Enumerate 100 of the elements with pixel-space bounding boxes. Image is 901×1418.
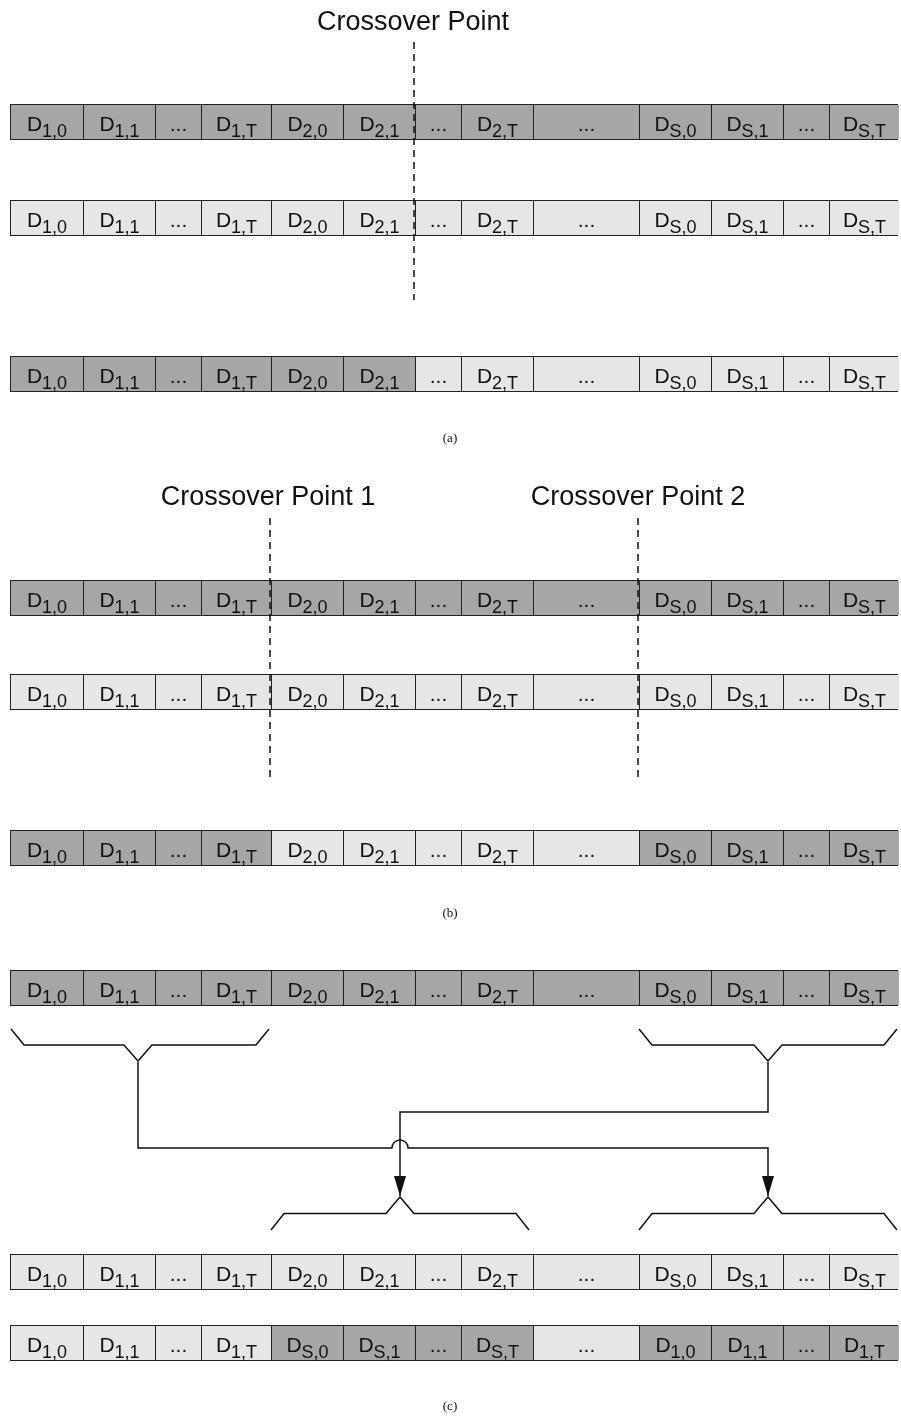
connector-arrow bbox=[137, 1061, 774, 1197]
gene-cell: D$_{2,T}$ bbox=[461, 201, 533, 235]
gene-cell: ... bbox=[415, 1326, 461, 1360]
gene-cell: D$_{1,1}$ bbox=[83, 581, 155, 615]
chromosome-strip bbox=[10, 200, 898, 236]
gene-cell: D$_{2,T}$ bbox=[461, 831, 533, 865]
gene-cell: D$_{1,T}$ bbox=[201, 201, 271, 235]
gene-cell: ... bbox=[533, 105, 639, 139]
gene-cell: ... bbox=[155, 201, 201, 235]
gene-cell: ... bbox=[155, 581, 201, 615]
figure-caption: (a) bbox=[442, 430, 458, 446]
gene-cell: D$_{2,1}$ bbox=[343, 971, 415, 1005]
gene-cell: D$_{S,1}$ bbox=[711, 105, 783, 139]
gene-cell: D$_{1,T}$ bbox=[201, 971, 271, 1005]
gene-cell: D$_{S,1}$ bbox=[711, 1255, 783, 1289]
chromosome-strip bbox=[10, 104, 898, 140]
gene-cell: D$_{1,1}$ bbox=[83, 1255, 155, 1289]
gene-cell: ... bbox=[533, 1326, 639, 1360]
gene-cell: D$_{2,T}$ bbox=[461, 971, 533, 1005]
gene-cell: D$_{1,T}$ bbox=[829, 1326, 899, 1360]
gene-cell: D$_{S,T}$ bbox=[829, 831, 899, 865]
chromosome-strip bbox=[10, 970, 898, 1006]
gene-cell: ... bbox=[155, 831, 201, 865]
gene-cell: ... bbox=[533, 675, 639, 709]
gene-cell: D$_{S,0}$ bbox=[639, 675, 711, 709]
gene-cell: D$_{2,1}$ bbox=[343, 105, 415, 139]
chromosome-strip bbox=[10, 1254, 898, 1290]
gene-cell: D$_{S,0}$ bbox=[639, 581, 711, 615]
gene-cell: ... bbox=[415, 201, 461, 235]
gene-cell: D$_{S,0}$ bbox=[639, 357, 711, 391]
gene-cell: ... bbox=[533, 971, 639, 1005]
gene-cell: ... bbox=[155, 971, 201, 1005]
crossover-label: Crossover Point 2 bbox=[530, 481, 746, 512]
chromosome-strip bbox=[10, 1325, 898, 1361]
gene-cell: D$_{2,1}$ bbox=[343, 357, 415, 391]
gene-cell: ... bbox=[783, 581, 829, 615]
figure-caption: (b) bbox=[442, 905, 458, 921]
gene-cell: D$_{2,T}$ bbox=[461, 1255, 533, 1289]
gene-cell: D$_{S,0}$ bbox=[639, 971, 711, 1005]
gene-cell: ... bbox=[415, 357, 461, 391]
gene-cell: D$_{S,0}$ bbox=[639, 105, 711, 139]
gene-cell: D$_{2,1}$ bbox=[343, 1255, 415, 1289]
gene-cell: D$_{1,0}$ bbox=[639, 1326, 711, 1360]
gene-cell: D$_{1,0}$ bbox=[11, 581, 83, 615]
gene-cell: D$_{2,0}$ bbox=[271, 105, 343, 139]
gene-cell: D$_{2,1}$ bbox=[343, 831, 415, 865]
gene-cell: D$_{S,T}$ bbox=[829, 357, 899, 391]
gene-cell: D$_{S,0}$ bbox=[639, 831, 711, 865]
gene-cell: D$_{2,0}$ bbox=[271, 1255, 343, 1289]
gene-cell: ... bbox=[783, 1255, 829, 1289]
gene-cell: D$_{1,0}$ bbox=[11, 971, 83, 1005]
gene-cell: D$_{2,0}$ bbox=[271, 831, 343, 865]
gene-cell: D$_{S,T}$ bbox=[829, 581, 899, 615]
gene-cell: D$_{1,0}$ bbox=[11, 105, 83, 139]
gene-cell: D$_{2,T}$ bbox=[461, 581, 533, 615]
gene-cell: D$_{S,T}$ bbox=[829, 1255, 899, 1289]
gene-cell: ... bbox=[155, 1255, 201, 1289]
gene-cell: ... bbox=[415, 105, 461, 139]
connector-arrow bbox=[394, 1061, 769, 1197]
gene-cell: ... bbox=[415, 581, 461, 615]
gene-cell: ... bbox=[533, 831, 639, 865]
gene-cell: D$_{S,1}$ bbox=[711, 201, 783, 235]
gene-cell: D$_{S,T}$ bbox=[829, 105, 899, 139]
gene-cell: ... bbox=[783, 971, 829, 1005]
gene-cell: ... bbox=[783, 831, 829, 865]
gene-cell: D$_{S,T}$ bbox=[829, 201, 899, 235]
gene-cell: D$_{1,1}$ bbox=[83, 971, 155, 1005]
chromosome-strip bbox=[10, 674, 898, 710]
gene-cell: D$_{S,0}$ bbox=[639, 201, 711, 235]
gene-cell: D$_{2,0}$ bbox=[271, 581, 343, 615]
gene-cell: ... bbox=[783, 675, 829, 709]
gene-cell: D$_{1,T}$ bbox=[201, 581, 271, 615]
gene-cell: D$_{S,T}$ bbox=[829, 675, 899, 709]
gene-cell: D$_{1,T}$ bbox=[201, 1255, 271, 1289]
gene-cell: D$_{S,1}$ bbox=[711, 831, 783, 865]
gene-cell: ... bbox=[533, 1255, 639, 1289]
gene-cell: D$_{1,1}$ bbox=[83, 831, 155, 865]
gene-cell: ... bbox=[783, 201, 829, 235]
gene-cell: ... bbox=[415, 971, 461, 1005]
gene-cell: ... bbox=[415, 1255, 461, 1289]
gene-cell: D$_{1,T}$ bbox=[201, 1326, 271, 1360]
gene-cell: D$_{1,T}$ bbox=[201, 831, 271, 865]
gene-cell: D$_{1,1}$ bbox=[83, 201, 155, 235]
gene-cell: D$_{1,0}$ bbox=[11, 675, 83, 709]
gene-cell: ... bbox=[533, 201, 639, 235]
gene-cell: D$_{2,0}$ bbox=[271, 357, 343, 391]
gene-cell: ... bbox=[415, 675, 461, 709]
gene-cell: D$_{2,T}$ bbox=[461, 105, 533, 139]
gene-cell: D$_{S,T}$ bbox=[829, 971, 899, 1005]
gene-cell: D$_{1,1}$ bbox=[711, 1326, 783, 1360]
gene-cell: D$_{1,0}$ bbox=[11, 831, 83, 865]
gene-cell: D$_{S,T}$ bbox=[461, 1326, 533, 1360]
gene-cell: D$_{2,1}$ bbox=[343, 675, 415, 709]
gene-cell: ... bbox=[415, 831, 461, 865]
chromosome-strip bbox=[10, 580, 898, 616]
gene-cell: D$_{2,T}$ bbox=[461, 357, 533, 391]
gene-cell: D$_{S,1}$ bbox=[711, 675, 783, 709]
figure-caption: (c) bbox=[442, 1398, 458, 1414]
gene-cell: ... bbox=[155, 1326, 201, 1360]
gene-cell: ... bbox=[155, 675, 201, 709]
